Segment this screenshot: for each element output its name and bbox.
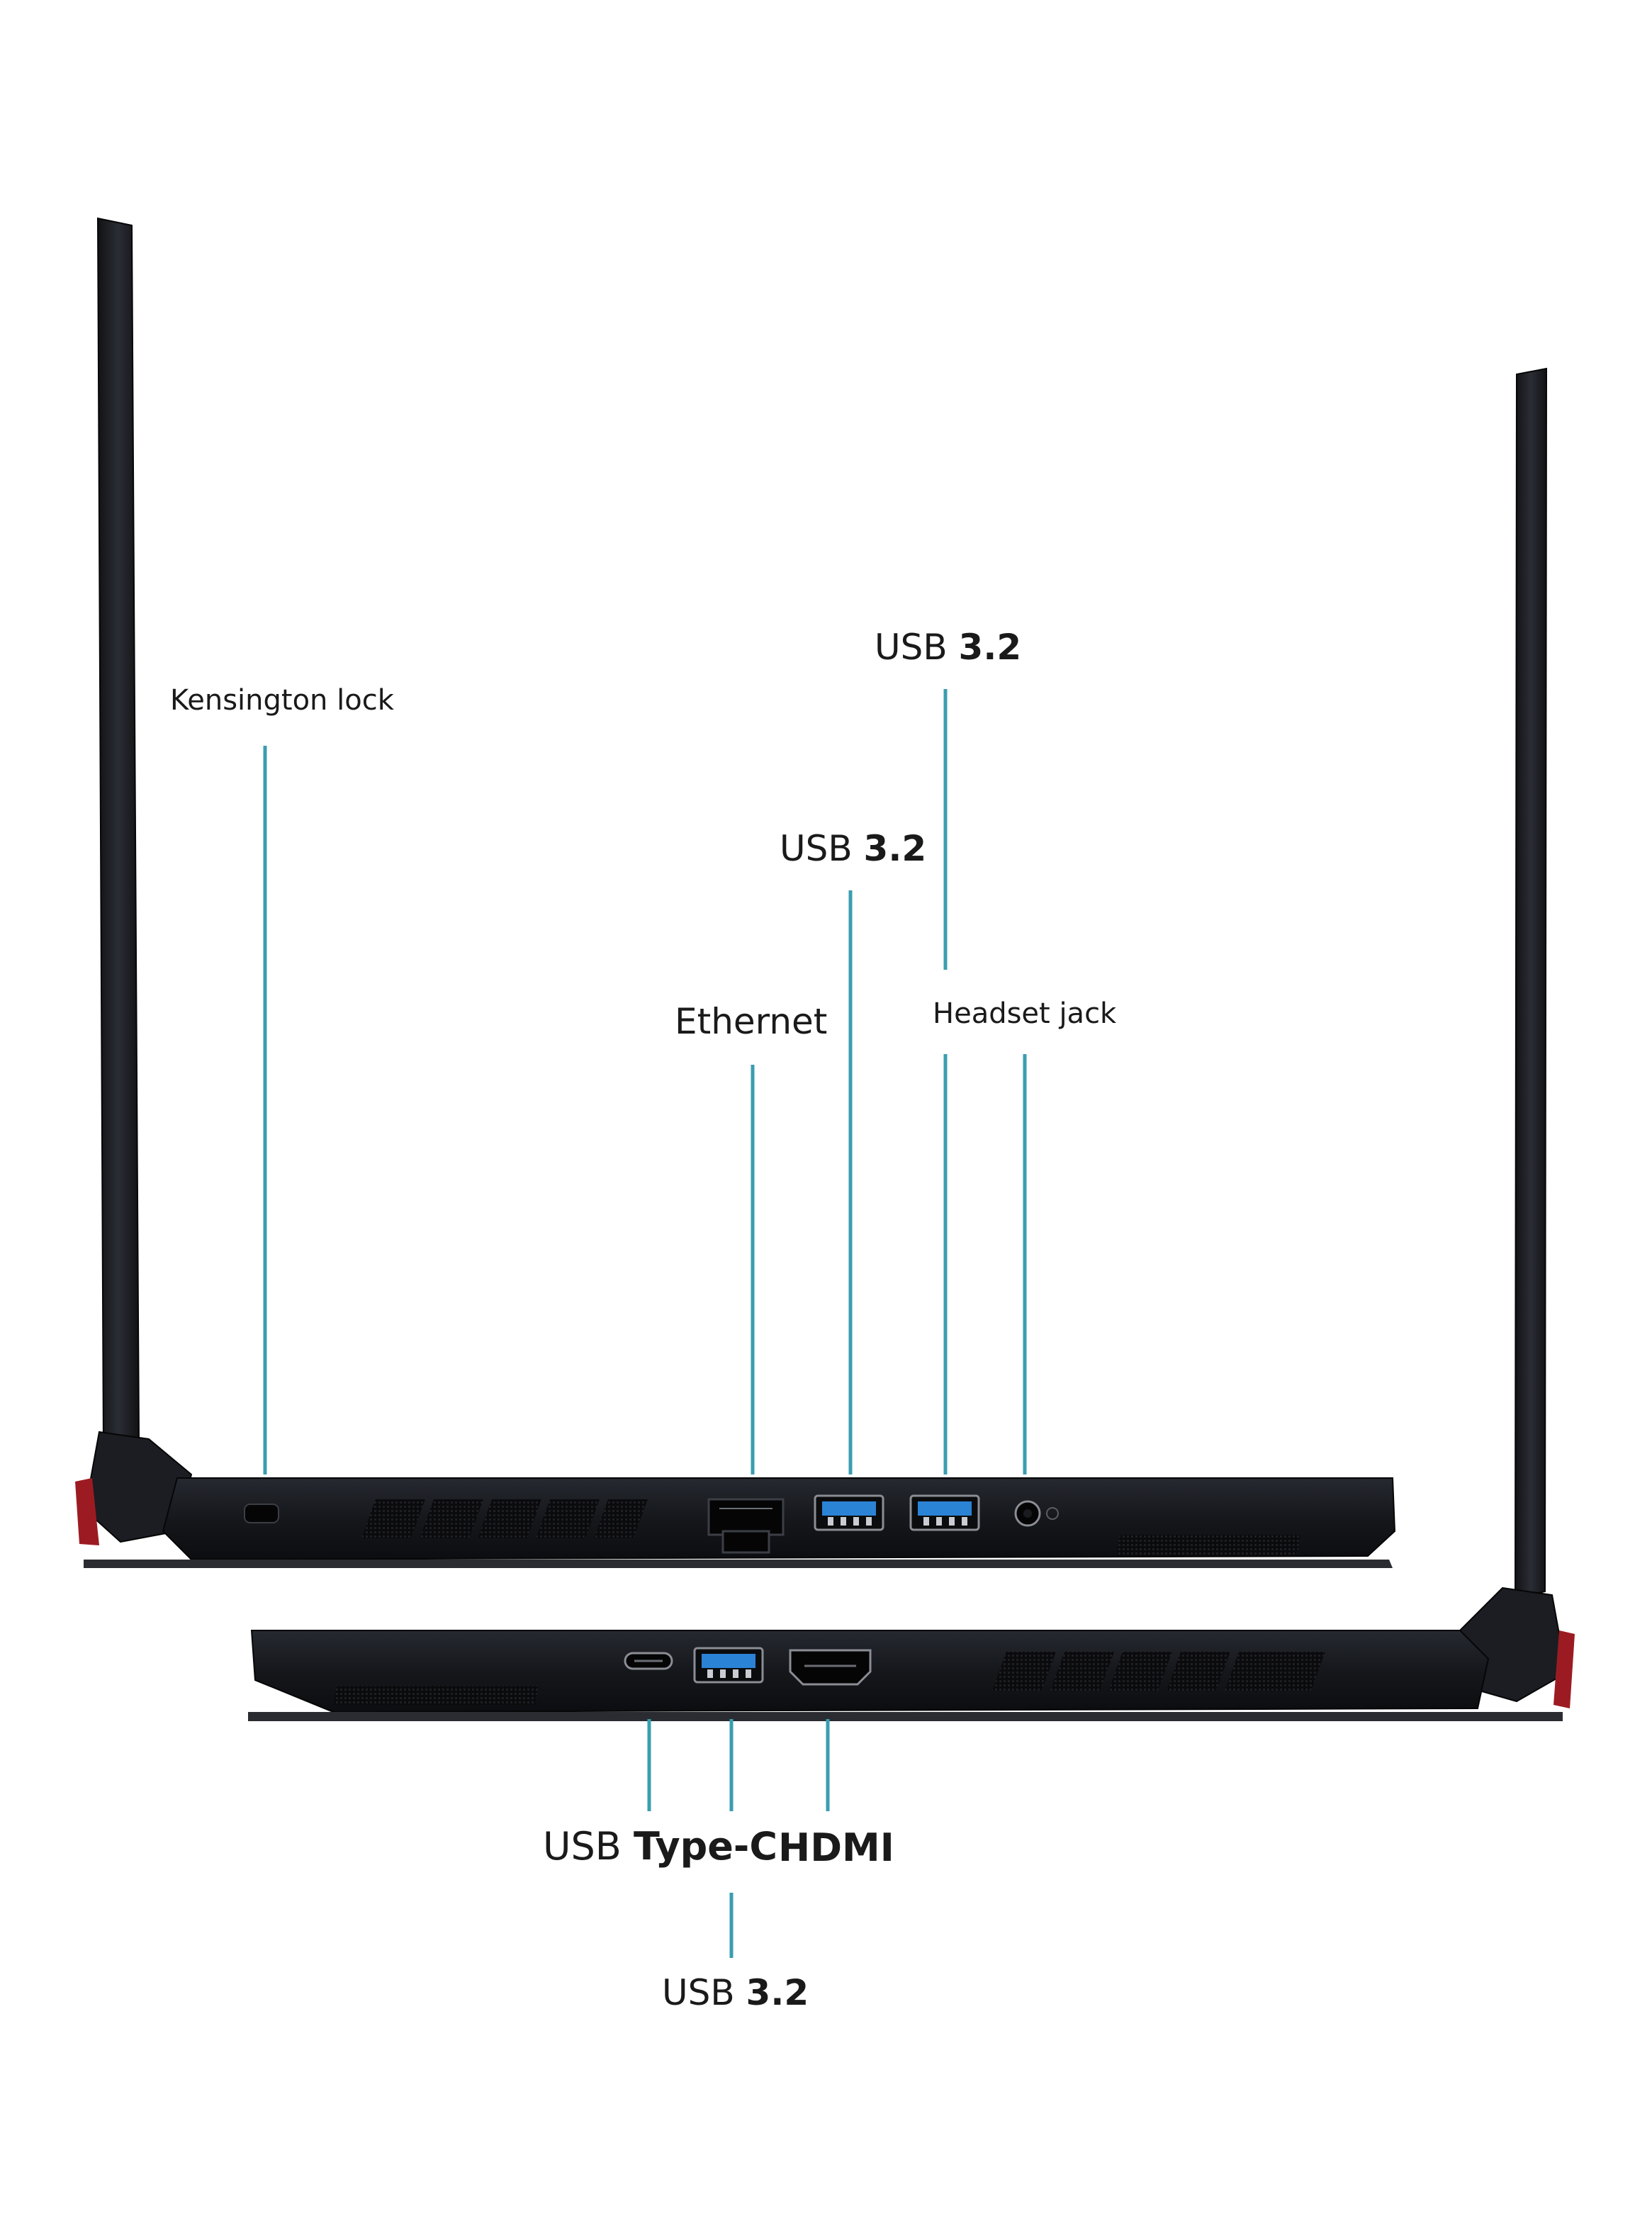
hdmi-port-icon (789, 1649, 872, 1686)
right-hinge-red-accent (1553, 1630, 1575, 1708)
usb-type-c-label: USB Type-C (543, 1828, 777, 1866)
left-vents (361, 1499, 1300, 1556)
left-laptop-foot (84, 1560, 1393, 1568)
usb-mid-version: 3.2 (863, 828, 927, 869)
kensington-lock-icon (244, 1504, 279, 1523)
usb-bottom-prefix: USB (662, 1972, 746, 2013)
usb-mid-label: USB 3.2 (780, 831, 926, 866)
hdmi-label: HDMI (778, 1829, 894, 1867)
usb-a-port-icon (909, 1494, 980, 1531)
usb-a-port-icon (814, 1494, 884, 1531)
ethernet-port-icon (707, 1498, 785, 1554)
usb-mid-prefix: USB (780, 828, 864, 869)
left-side-laptop (75, 217, 1396, 1568)
usb-bottom-label: USB 3.2 (662, 1975, 809, 2010)
usb-type-c-suffix: Type-C (634, 1824, 777, 1869)
left-laptop-lid (96, 217, 140, 1448)
right-vents (333, 1652, 1325, 1705)
usb-bottom-version: 3.2 (746, 1972, 809, 2013)
headset-jack-icon (1014, 1500, 1059, 1527)
headset-jack-label: Headset jack (933, 997, 1117, 1030)
ethernet-label: Ethernet (675, 1001, 828, 1042)
usb-top-prefix: USB (875, 627, 959, 668)
usb-top-label: USB 3.2 (875, 629, 1021, 665)
left-hinge-red-accent (75, 1478, 99, 1545)
kensington-lock-label: Kensington lock (170, 684, 394, 717)
right-laptop-lid (1514, 367, 1548, 1600)
usb-c-port-icon (624, 1652, 673, 1670)
hdmi-text: HDMI (778, 1825, 894, 1870)
usb-a-port-icon (693, 1647, 764, 1684)
usb-type-c-prefix: USB (543, 1824, 634, 1869)
usb-top-version: 3.2 (958, 627, 1022, 668)
right-laptop-foot (248, 1712, 1563, 1721)
right-side-laptop (248, 367, 1575, 1721)
leader-lines (263, 689, 1027, 1958)
